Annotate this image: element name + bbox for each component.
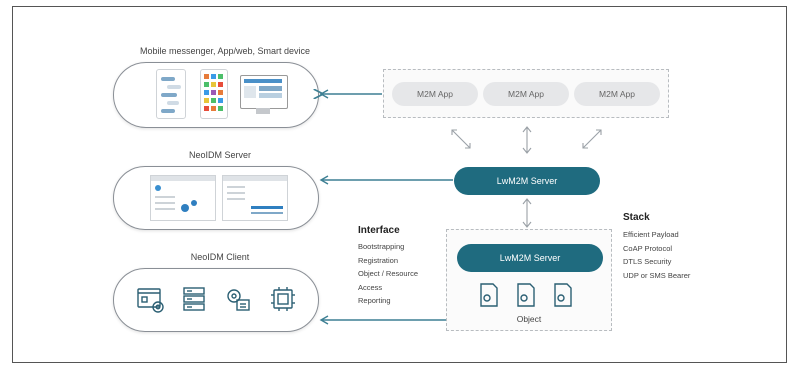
interface-item: Access <box>358 282 383 292</box>
gears-icon <box>227 289 250 311</box>
m2m-apps-group: M2M App M2M App M2M App <box>383 69 669 118</box>
interface-item: Reporting <box>358 296 391 305</box>
stack-item: CoAP Protocol <box>623 243 673 253</box>
m2m-app-1: M2M App <box>392 82 478 106</box>
object-file-icon-2 <box>517 283 535 307</box>
server-dashboard-screen-2 <box>222 175 288 221</box>
interface-item: Bootstrapping <box>358 242 405 251</box>
arrowhead-mobile <box>319 89 329 99</box>
lwm2m-server-inner: LwM2M Server <box>457 244 603 272</box>
caption-neoidm-server: NeoIDM Server <box>188 150 251 160</box>
object-file-icon-3 <box>554 283 572 307</box>
bidirectional-arrow-lower <box>522 198 532 228</box>
mobile-devices-pill <box>113 62 319 128</box>
client-icons-row <box>136 285 306 315</box>
chip-icon <box>271 287 295 311</box>
caption-mobile: Mobile messenger, App/web, Smart device <box>139 46 311 56</box>
diagram-frame <box>12 6 787 363</box>
interface-item: Registration <box>358 255 399 265</box>
dashboard-gear-icon <box>137 288 164 313</box>
caption-neoidm-client: NeoIDM Client <box>190 252 250 262</box>
stack-item: DTLS Security <box>623 257 672 266</box>
monitor-icon <box>240 75 288 109</box>
object-label: Object <box>516 314 542 324</box>
server-rack-icon <box>183 287 205 311</box>
monitor-stand-icon <box>256 108 270 114</box>
interface-title: Interface <box>358 225 400 236</box>
interface-list: Bootstrapping Registration Object / Reso… <box>358 240 418 308</box>
bidirectional-arrow-left <box>451 129 471 149</box>
bidirectional-arrow-right <box>582 129 602 149</box>
stack-item: Efficient Payload <box>623 230 679 239</box>
lwm2m-server-top: LwM2M Server <box>454 167 600 195</box>
object-container: LwM2M Server Object <box>446 229 612 331</box>
m2m-app-2: M2M App <box>483 82 569 106</box>
m2m-app-3: M2M App <box>574 82 660 106</box>
bidirectional-arrow-center <box>522 126 532 154</box>
neoidm-server-pill <box>113 166 319 230</box>
interface-item: Object / Resource <box>358 269 419 278</box>
app-grid-phone-icon <box>200 69 228 119</box>
stack-list: Efficient Payload CoAP Protocol DTLS Sec… <box>623 228 690 282</box>
stack-title: Stack <box>623 212 650 223</box>
chat-phone-icon <box>156 69 186 119</box>
object-file-icon-1 <box>480 283 498 307</box>
arrowhead-server <box>319 175 329 185</box>
arrowhead-client <box>319 315 329 325</box>
neoidm-client-pill <box>113 268 319 332</box>
server-dashboard-screen-1 <box>150 175 216 221</box>
stack-item: UDP or SMS Bearer <box>623 270 691 280</box>
